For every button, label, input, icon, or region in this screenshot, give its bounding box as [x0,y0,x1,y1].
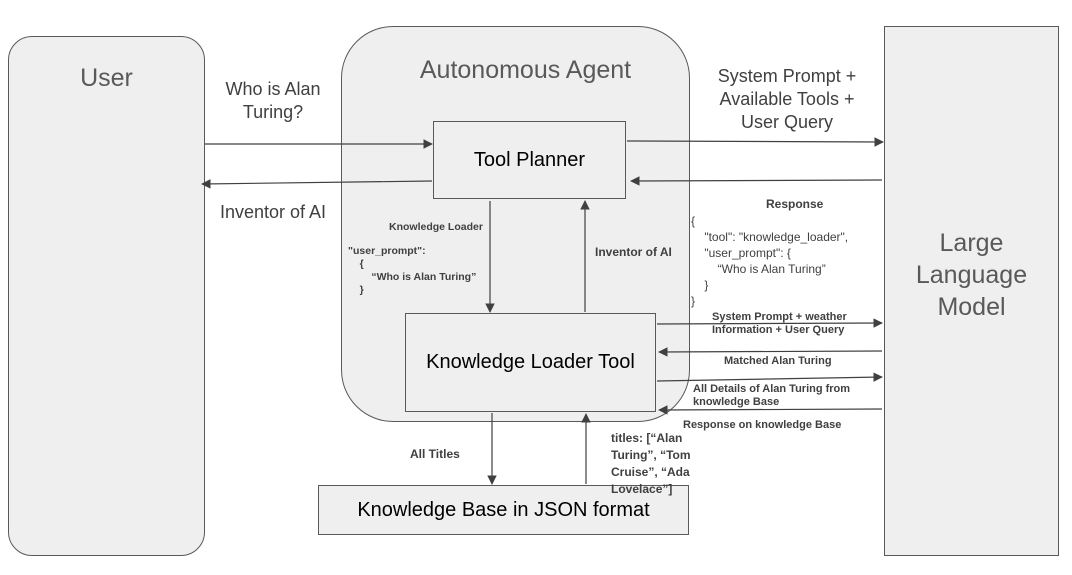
arrow-llm-to-loader-matched [658,347,883,357]
arrow-loader-to-llm-weather [656,318,883,328]
llm-title: Large Language Model [915,229,1028,321]
weather-prompt-label: System Prompt + weather Information + Us… [712,311,847,336]
knowledge-base-node: Knowledge Base in JSON format [318,485,689,535]
planner-to-loader-json: "user_prompt": { “Who is Alan Turing” } [348,245,477,296]
arrow-planner-to-llm [626,137,884,147]
all-details-label: All Details of Alan Turing from knowledg… [693,383,851,408]
knowledge-loader-tool-node: Knowledge Loader Tool [405,313,656,412]
tool-planner-node: Tool Planner [433,121,626,199]
arrow-llm-to-planner [630,176,883,186]
system-prompt-label: System Prompt + Available Tools + User Q… [717,66,857,132]
knowledge-base-label: Knowledge Base in JSON format [357,498,650,521]
agent-title: Autonomous Agent [419,56,632,84]
arrow-planner-to-user [201,179,433,189]
all-titles-label: All Titles [410,447,460,461]
response-kb-label: Response on knowledge Base [683,419,842,431]
planner-to-loader-title: Knowledge Loader [389,221,483,233]
arrow-loader-to-llm-details [656,372,883,382]
response-json: { "tool": "knowledge_loader", "user_prom… [691,214,849,308]
knowledge-loader-tool-label: Knowledge Loader Tool [426,351,635,373]
answer-to-user-label: Inventor of AI [219,202,327,222]
user-title: User [80,64,133,92]
titles-list-label: titles: [“Alan Turing”, “Tom Cruise”, “A… [611,431,691,496]
llm-lane [884,26,1059,556]
arrow-llm-to-loader-response [658,405,883,415]
tool-planner-label: Tool Planner [473,148,586,171]
response-title: Response [766,197,824,211]
user-query-label: Who is Alan Turing? [225,79,321,122]
user-lane [8,36,205,556]
matched-label: Matched Alan Turing [724,355,832,367]
loader-to-planner-label: Inventor of AI [595,245,672,259]
